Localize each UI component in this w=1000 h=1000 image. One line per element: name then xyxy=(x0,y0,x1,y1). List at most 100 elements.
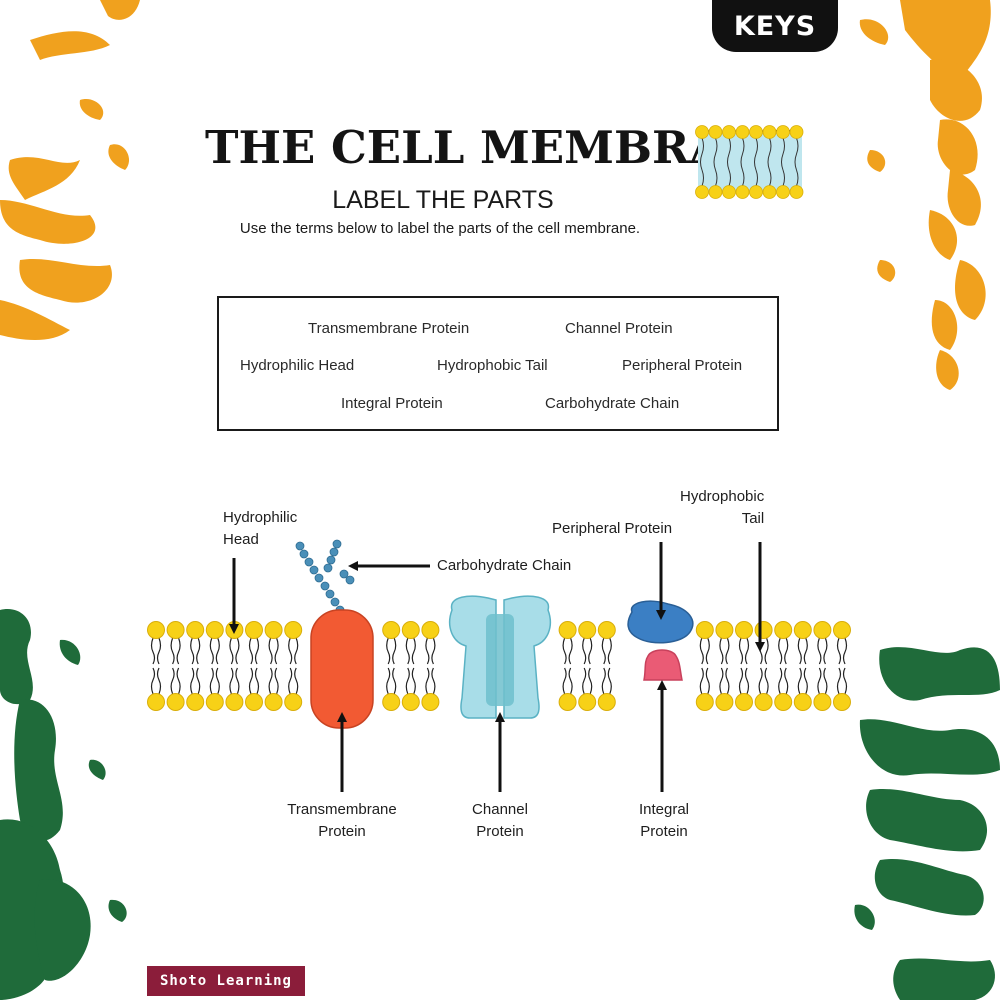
phospholipid-tail xyxy=(425,637,430,665)
phospholipid-head xyxy=(401,621,420,639)
phospholipid-tail xyxy=(568,667,573,695)
phospholipid-head xyxy=(793,621,812,639)
phospholipid-head xyxy=(813,693,832,711)
phospholipid-tail xyxy=(705,667,710,695)
carbohydrate-bead xyxy=(339,569,349,579)
page-title: THE CELL MEMBRANE xyxy=(205,121,800,174)
phospholipid-tail xyxy=(392,637,397,665)
phospholipid-tail xyxy=(411,667,416,695)
phospholipid-tail xyxy=(196,667,201,695)
phospholipid-tail xyxy=(209,637,214,665)
phospholipid-tail xyxy=(778,667,783,695)
phospholipid-tail xyxy=(562,667,567,695)
phospholipid-head xyxy=(774,621,793,639)
carbohydrate-bead xyxy=(314,573,324,583)
phospholipid-head xyxy=(421,693,440,711)
phospholipid-tail xyxy=(392,667,397,695)
integral-protein xyxy=(643,649,683,681)
phospholipid-tail xyxy=(842,637,848,665)
phospholipid-tail xyxy=(431,667,436,695)
phospholipid-head xyxy=(774,693,793,711)
phospholipid-tail xyxy=(268,637,273,665)
phospholipid-tail xyxy=(836,637,842,665)
phospholipid-tail xyxy=(784,667,789,695)
carbohydrate-bead xyxy=(345,575,355,585)
phospholipid-tail xyxy=(719,637,724,665)
instructions-text: Use the terms below to label the parts o… xyxy=(239,220,641,237)
phospholipid-tail xyxy=(405,667,410,695)
peripheral-protein xyxy=(627,600,694,644)
label-integral-protein: Integral Protein xyxy=(638,801,690,840)
phospholipid-head xyxy=(754,693,773,711)
phospholipid-tail xyxy=(215,667,220,695)
phospholipid-head xyxy=(382,693,401,711)
label-hydrophilic-head: Hydrophilic Head xyxy=(223,509,298,548)
phospholipid-head xyxy=(284,693,303,711)
page-subtitle: LABEL THE PARTS xyxy=(332,186,554,214)
phospholipid-tail xyxy=(562,637,567,665)
phospholipid-tail xyxy=(176,667,181,695)
phospholipid-head xyxy=(264,621,283,639)
carbohydrate-bead xyxy=(325,589,335,599)
phospholipid-tail xyxy=(764,667,769,695)
mini-membrane-icon xyxy=(695,125,804,199)
phospholipid-tail xyxy=(588,667,593,695)
phospholipid-tail xyxy=(386,667,391,695)
phospholipid-head xyxy=(245,693,263,711)
phospholipid-tail xyxy=(744,667,750,695)
phospholipid-tail xyxy=(209,667,214,695)
phospholipid-tail xyxy=(725,667,730,695)
carbohydrate-bead xyxy=(326,555,336,565)
phospholipid-tail xyxy=(764,637,769,665)
phospholipid-tail xyxy=(170,667,175,695)
word-bank-term: Peripheral Protein xyxy=(622,357,743,374)
phospholipid-tail xyxy=(705,637,710,665)
phospholipid-tail xyxy=(738,637,744,665)
carbohydrate-bead xyxy=(332,539,342,549)
phospholipid-tail xyxy=(274,637,279,665)
phospholipid-tail xyxy=(274,667,279,695)
carbohydrate-bead xyxy=(323,563,333,573)
phospholipid-tail xyxy=(294,667,299,695)
phospholipid-head xyxy=(166,621,185,639)
word-bank-term: Carbohydrate Chain xyxy=(545,395,680,412)
phospholipid-head xyxy=(245,621,263,639)
phospholipid-head xyxy=(147,693,165,711)
phospholipid-tail xyxy=(431,637,436,665)
phospholipid-head xyxy=(695,621,714,639)
phospholipid-head xyxy=(558,621,577,639)
phospholipid-tail xyxy=(601,637,606,665)
phospholipid-tail xyxy=(588,637,593,665)
phospholipid-head xyxy=(793,693,812,711)
phospholipid-head xyxy=(715,693,734,711)
channel-protein xyxy=(448,595,552,719)
phospholipid-tail xyxy=(411,637,416,665)
phospholipid-tail xyxy=(294,637,299,665)
phospholipid-tail xyxy=(254,667,260,695)
phospholipid-tail xyxy=(725,637,730,665)
phospholipid-tail xyxy=(601,667,606,695)
phospholipid-head xyxy=(833,693,851,711)
phospholipid-tail xyxy=(156,667,162,695)
phospholipid-head xyxy=(597,693,616,711)
phospholipid-head xyxy=(813,621,832,639)
cell-membrane-diagram xyxy=(147,539,851,792)
carbohydrate-bead xyxy=(309,565,319,575)
phospholipid-tail xyxy=(582,667,587,695)
phospholipid-tail xyxy=(842,667,848,695)
phospholipid-head xyxy=(578,693,597,711)
phospholipid-head xyxy=(735,693,753,711)
phospholipid-tail xyxy=(607,667,612,695)
hydrophobic-tails xyxy=(150,637,848,695)
transmembrane-protein xyxy=(310,609,374,729)
phospholipid-head xyxy=(735,621,753,639)
phospholipid-head xyxy=(284,621,303,639)
label-peripheral-protein: Peripheral Protein xyxy=(552,520,673,537)
phospholipid-head xyxy=(695,693,714,711)
phospholipid-tail xyxy=(268,667,273,695)
carbohydrate-bead xyxy=(299,549,309,559)
phospholipid-tail xyxy=(235,667,240,695)
phospholipid-tail xyxy=(738,667,744,695)
word-bank-term: Integral Protein xyxy=(341,395,443,412)
phospholipid-tail xyxy=(803,667,808,695)
